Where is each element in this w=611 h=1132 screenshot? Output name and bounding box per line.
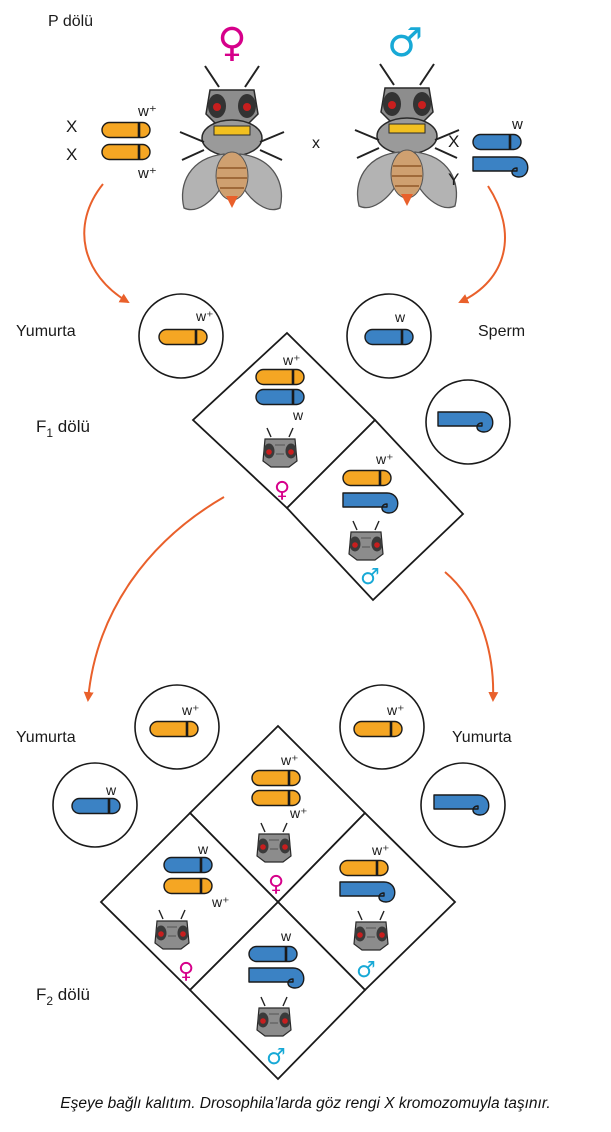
female-allele-2: w⁺ <box>137 165 157 182</box>
f1-male-cell <box>285 418 465 602</box>
f2-right-male-allele: w⁺ <box>371 842 390 858</box>
arrow-to-sperm <box>458 185 506 304</box>
male-symbol-p: ♂ <box>387 20 423 66</box>
f2-left-female-allele-2: w⁺ <box>211 894 230 910</box>
male-fly-image <box>354 63 460 209</box>
male-y-chromosome <box>472 156 529 178</box>
female-x-chromosome-1 <box>100 121 152 139</box>
arrow-to-f2-sperm <box>444 571 499 702</box>
f1-female-symbol: ♀ <box>274 478 290 503</box>
f2-egg-top-left-allele: w⁺ <box>181 702 200 718</box>
f2-egg-label-left: Yumurta <box>16 729 76 746</box>
f2-top-female-symbol: ♀ <box>268 872 284 897</box>
female-fly-image <box>179 65 285 211</box>
inheritance-diagram: P dölü ♀ ♂ x X X w⁺ w⁺ w X Y Yumurta Spe… <box>16 13 529 1081</box>
f1-generation-label: F1 dölü <box>36 417 90 440</box>
female-x2-label: X <box>66 145 77 164</box>
f2-top-female-allele-1: w⁺ <box>280 752 299 768</box>
f1-male-allele: w⁺ <box>375 451 394 467</box>
female-allele-1: w⁺ <box>137 103 157 120</box>
male-y-label: Y <box>448 170 459 189</box>
arrow-to-f2-egg <box>83 496 225 702</box>
female-x-chromosome-2 <box>100 143 152 161</box>
f2-cell-bottom-male <box>188 900 367 1081</box>
f2-bottom-male-symbol: ♂ <box>266 1045 286 1070</box>
f2-egg-label-right: Yumurta <box>452 729 512 746</box>
f2-left-female-symbol: ♀ <box>178 959 194 984</box>
f2-egg-left-allele: w <box>105 782 117 798</box>
arrow-to-egg <box>83 183 130 304</box>
f2-generation-label: F2 dölü <box>36 985 90 1008</box>
f1-sperm-label: Sperm <box>478 323 525 340</box>
f1-sperm-allele: w <box>394 309 406 325</box>
cross-sign: x <box>312 135 320 152</box>
male-x-label: X <box>448 132 459 151</box>
male-allele-label: w <box>511 116 523 133</box>
p-generation-label: P dölü <box>48 13 93 30</box>
female-x1-label: X <box>66 117 77 136</box>
f2-left-female-allele-1: w <box>197 841 209 857</box>
figure-caption: Eşeye bağlı kalıtım. Drosophila’larda gö… <box>60 1095 551 1112</box>
f1-female-allele-top: w⁺ <box>282 352 301 368</box>
female-symbol-p: ♀ <box>217 20 246 66</box>
male-x-chromosome <box>471 133 523 151</box>
f1-female-allele-bottom: w <box>292 407 304 423</box>
f1-egg-label: Yumurta <box>16 323 76 340</box>
f2-right-male-symbol: ♂ <box>356 958 376 983</box>
f2-top-female-allele-2: w⁺ <box>289 805 308 821</box>
f2-bottom-male-allele: w <box>280 928 292 944</box>
f2-sperm-top-right-allele: w⁺ <box>386 702 405 718</box>
f1-male-symbol: ♂ <box>360 565 380 590</box>
f1-egg-allele: w⁺ <box>195 308 214 324</box>
